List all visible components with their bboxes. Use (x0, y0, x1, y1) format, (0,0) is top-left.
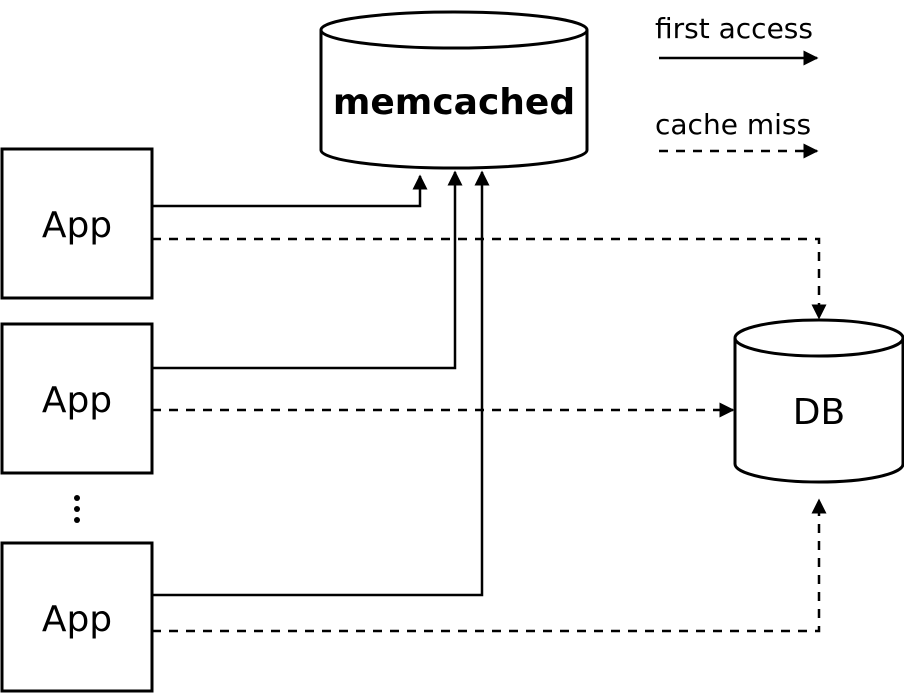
app-node-3: App (0, 541, 154, 693)
db-label: DB (793, 392, 845, 433)
memcached-node: memcached (319, 10, 589, 170)
legend: first access cache miss (655, 12, 819, 159)
ellipsis-dots (74, 495, 80, 523)
app-label: App (42, 380, 112, 421)
cache-miss-arrow-app3 (152, 498, 827, 633)
app-node-2: App (0, 322, 154, 475)
app-label: App (42, 205, 112, 246)
legend-first-access-label: first access (655, 12, 813, 45)
first-access-arrow-app2 (152, 170, 463, 370)
memcached-label: memcached (333, 82, 575, 123)
first-access-arrow-app3 (152, 170, 490, 597)
legend-cache-miss-label: cache miss (655, 108, 811, 141)
db-node: DB (733, 318, 904, 484)
cache-miss-arrow-app1 (152, 237, 827, 320)
app-node-1: App (0, 147, 154, 300)
first-access-arrow-app1 (152, 174, 428, 208)
app-label: App (42, 599, 112, 640)
